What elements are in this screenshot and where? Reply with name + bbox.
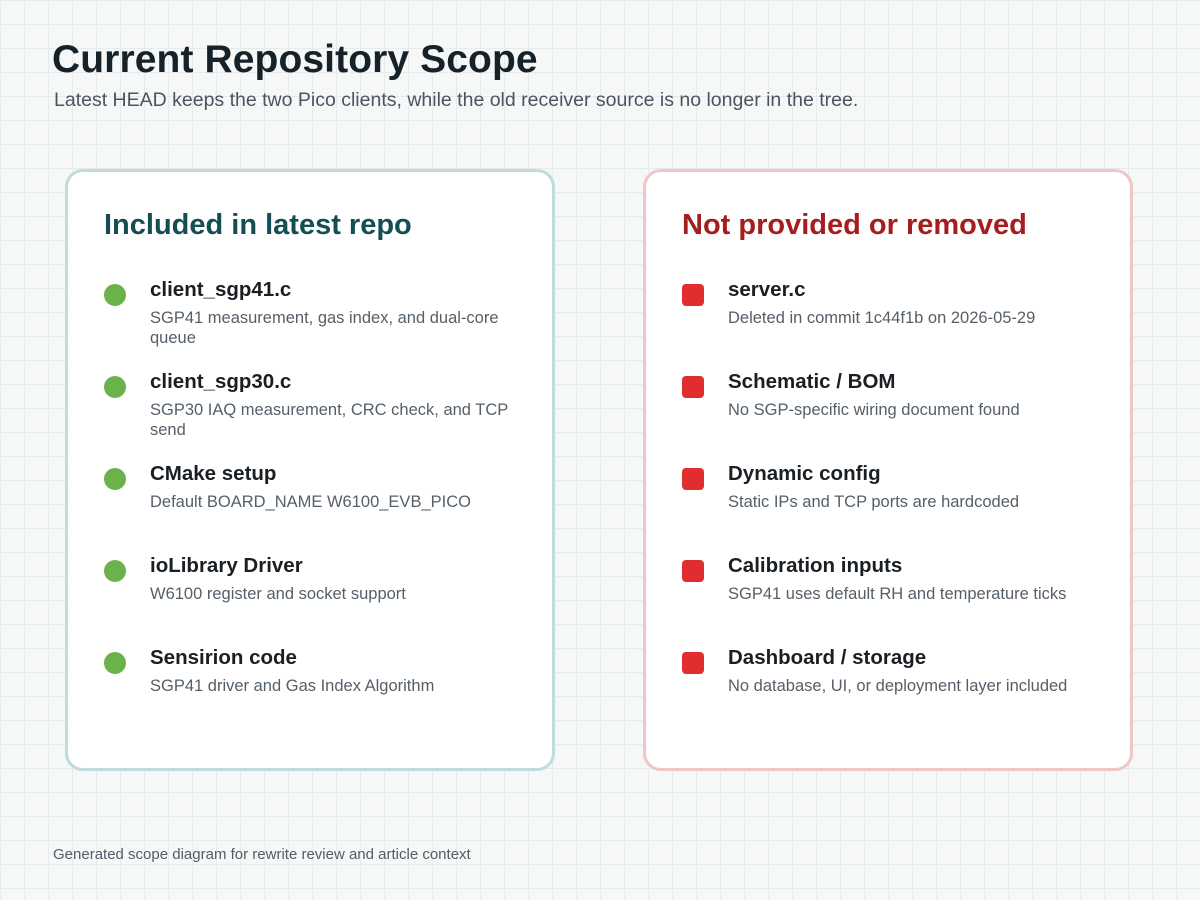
item-description: Static IPs and TCP ports are hardcoded [728,493,1020,511]
page-subtitle: Latest HEAD keeps the two Pico clients, … [54,89,859,111]
item-description: No database, UI, or deployment layer inc… [728,677,1068,695]
green-dot-icon [104,468,126,490]
green-dot-icon [104,560,126,582]
item-title: Schematic / BOM [728,370,896,393]
item-title: Dynamic config [728,462,881,485]
included-card: Included in latest repo client_sgp41.c S… [65,169,555,771]
page-title: Current Repository Scope [52,38,538,81]
item-title: client_sgp41.c [150,278,292,301]
item-title: CMake setup [150,462,277,485]
item-title: server.c [728,278,806,301]
red-square-icon [682,560,704,582]
red-square-icon [682,468,704,490]
green-dot-icon [104,376,126,398]
excluded-card: Not provided or removed server.c Deleted… [643,169,1133,771]
green-dot-icon [104,652,126,674]
item-description: SGP41 driver and Gas Index Algorithm [150,677,435,695]
item-title: client_sgp30.c [150,370,292,393]
item-description: Default BOARD_NAME W6100_EVB_PICO [150,493,471,511]
item-description: SGP30 IAQ measurement, CRC check, and TC… [150,401,508,439]
footer-note: Generated scope diagram for rewrite revi… [53,846,471,863]
item-description: No SGP-specific wiring document found [728,401,1020,419]
item-title: Sensirion code [150,646,297,669]
red-square-icon [682,284,704,306]
item-title: ioLibrary Driver [150,554,303,577]
excluded-heading: Not provided or removed [682,209,1027,241]
item-description: SGP41 measurement, gas index, and dual-c… [150,309,499,347]
green-dot-icon [104,284,126,306]
included-heading: Included in latest repo [104,209,412,241]
red-square-icon [682,376,704,398]
item-description: SGP41 uses default RH and temperature ti… [728,585,1067,603]
item-description: W6100 register and socket support [150,585,406,603]
item-title: Dashboard / storage [728,646,927,669]
item-title: Calibration inputs [728,554,903,577]
red-square-icon [682,652,704,674]
item-description: Deleted in commit 1c44f1b on 2026-05-29 [728,309,1036,327]
